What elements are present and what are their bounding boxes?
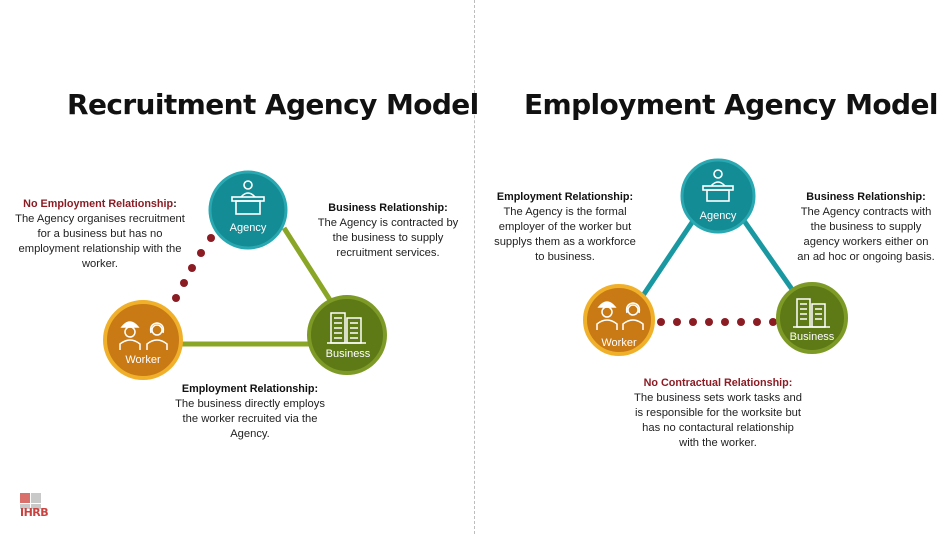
left-worker-node: Worker — [103, 300, 183, 380]
right-agency-label: Agency — [700, 210, 737, 222]
right-agency-business-line — [737, 213, 799, 297]
note-body: The Agency is the formal employer of the… — [494, 206, 636, 263]
buildings-icon — [793, 298, 830, 328]
note-heading: Business Relationship: — [806, 191, 926, 203]
right-worker-business-dotted-line — [657, 318, 777, 326]
left-note-employment: Employment Relationship: The business di… — [168, 382, 332, 442]
left-note-no-employment: No Employment Relationship: The Agency o… — [15, 198, 185, 270]
note-heading: No Contractual Relationship: — [643, 377, 793, 389]
note-heading: No Employment Relationship — [23, 198, 174, 210]
left-agency-business-line — [281, 226, 333, 302]
note-heading: Employment Relationship: — [181, 383, 319, 395]
logo-text: IHRB — [20, 506, 49, 519]
left-business-node: Business — [307, 295, 387, 375]
left-worker-label: Worker — [125, 354, 161, 366]
buildings-icon — [327, 312, 366, 344]
agency-desk-icon — [702, 169, 734, 202]
note-body: The Agency is contracted by the business… — [317, 217, 459, 259]
note-body: The Agency contracts with the business t… — [797, 206, 935, 263]
center-divider — [474, 0, 475, 534]
workers-icon — [119, 321, 168, 350]
right-business-label: Business — [790, 331, 835, 343]
note-heading: Employment Relationship: — [496, 191, 634, 203]
right-note-no-contractual: No Contractual Relationship: The busines… — [632, 376, 804, 451]
right-worker-label: Worker — [601, 337, 637, 349]
right-agency-worker-line — [637, 213, 700, 302]
workers-icon — [596, 301, 644, 330]
note-body: The business sets work tasks and is resp… — [634, 392, 802, 449]
note-body: The business directly employs the worker… — [175, 398, 325, 440]
right-note-employment: Employment Relationship: The Agency is t… — [494, 190, 636, 265]
right-note-business: Business Relationship: The Agency contra… — [796, 190, 936, 265]
note-heading: Business Relationship: — [328, 202, 448, 214]
right-agency-node: Agency — [680, 158, 756, 234]
right-business-node: Business — [776, 282, 848, 354]
left-note-business: Business Relationship: The Agency is con… — [312, 201, 464, 261]
left-agency-label: Agency — [230, 222, 267, 234]
note-body: The Agency organises recruitment for a b… — [15, 213, 185, 270]
right-title: Employment Agency Model — [524, 88, 938, 121]
right-worker-node: Worker — [583, 284, 655, 356]
left-agency-node: Agency — [208, 170, 288, 250]
agency-desk-icon — [231, 180, 265, 215]
left-business-label: Business — [326, 348, 371, 360]
left-title: Recruitment Agency Model — [67, 88, 479, 121]
left-agency-worker-dotted-line — [172, 234, 215, 302]
